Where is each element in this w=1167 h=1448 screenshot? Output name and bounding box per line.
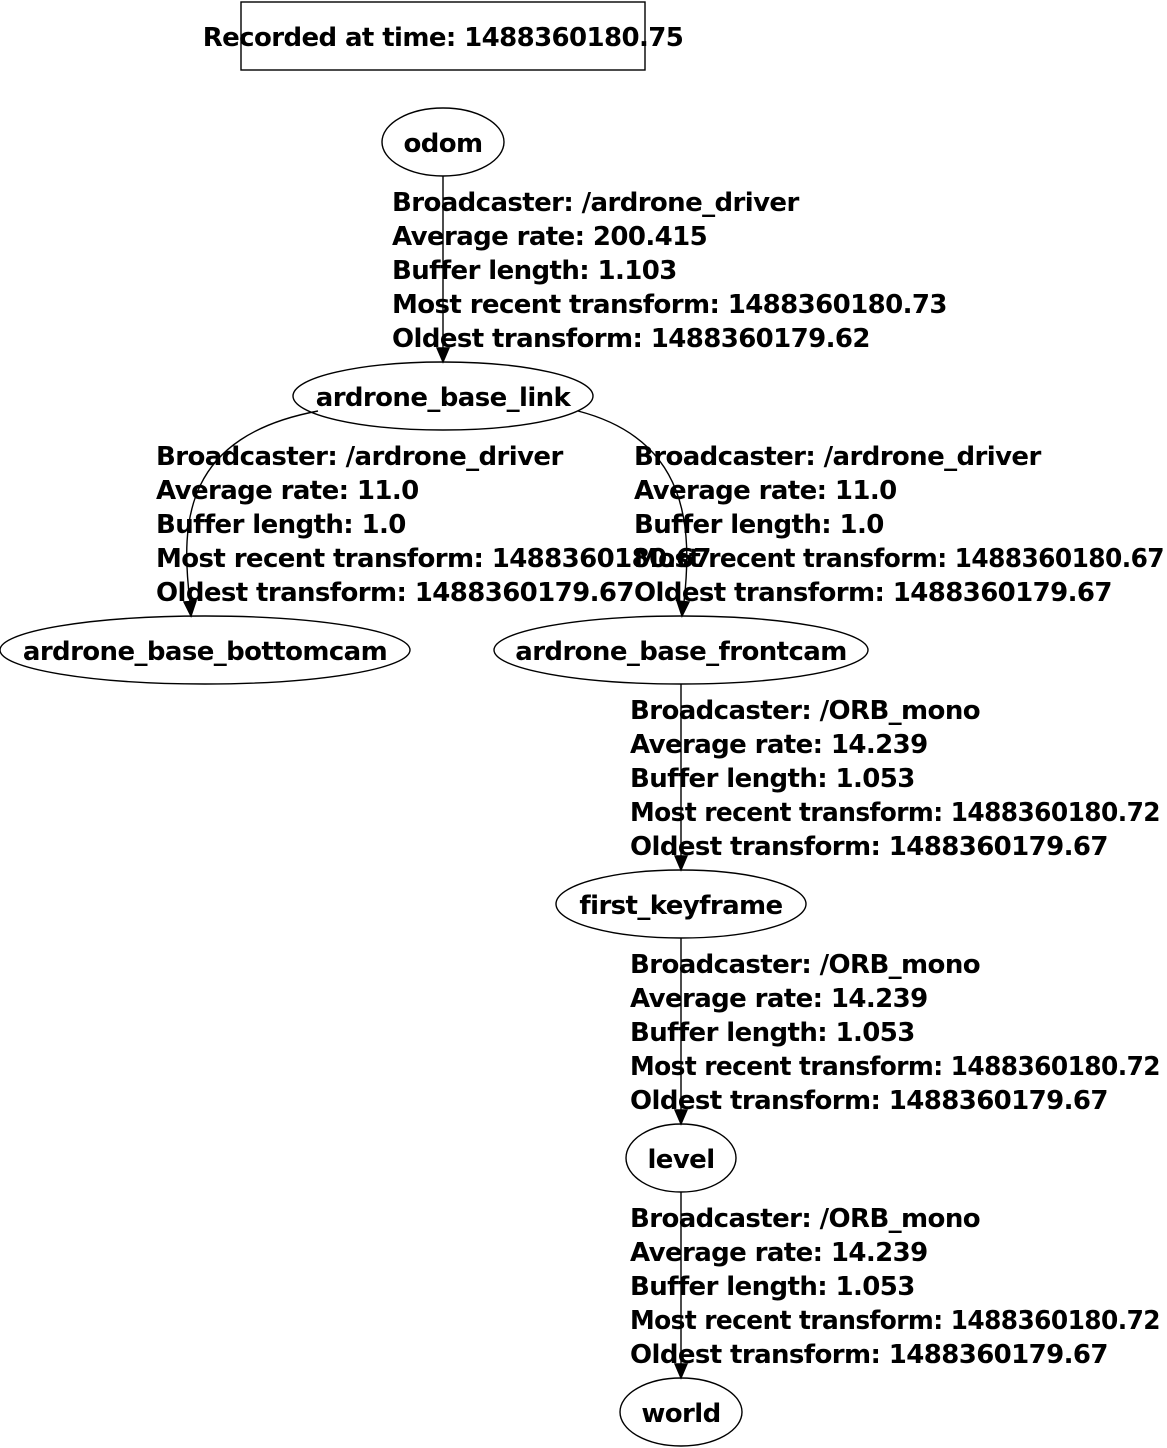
most-recent-transform-label: Most recent transform: 1488360180.72 <box>630 1052 1160 1082</box>
average-rate-label: Average rate: 200.415 <box>392 222 707 252</box>
arrowhead <box>182 600 197 618</box>
node-label: ardrone_base_bottomcam <box>23 637 387 667</box>
node-ellipse <box>0 615 411 685</box>
node-label: odom <box>403 129 482 159</box>
average-rate-label: Average rate: 11.0 <box>634 476 897 506</box>
edge-label-first-keyframe-to-level: Broadcaster: /ORB_mono Average rate: 14.… <box>630 950 1161 1116</box>
buffer-length-label: Buffer length: 1.053 <box>630 764 915 794</box>
broadcaster-label: Broadcaster: /ORB_mono <box>630 696 980 726</box>
oldest-transform-label: Oldest transform: 1488360179.67 <box>630 1086 1108 1116</box>
most-recent-transform-label: Most recent transform: 1488360180.72 <box>630 798 1160 828</box>
buffer-length-label: Buffer length: 1.053 <box>630 1018 915 1048</box>
node-ardrone-base-link: ardrone_base_link <box>292 361 594 431</box>
oldest-transform-label: Oldest transform: 1488360179.67 <box>634 578 1112 608</box>
edge-label-base-link-to-frontcam: Broadcaster: /ardrone_driver Average rat… <box>634 442 1165 608</box>
arrowhead <box>673 1109 689 1126</box>
oldest-transform-label: Oldest transform: 1488360179.62 <box>392 324 870 354</box>
edge-base-link-to-frontcam <box>577 410 691 618</box>
oldest-transform-label: Oldest transform: 1488360179.67 <box>630 832 1108 862</box>
average-rate-label: Average rate: 14.239 <box>630 730 928 760</box>
node-label: ardrone_base_frontcam <box>515 637 846 667</box>
buffer-length-label: Buffer length: 1.103 <box>392 256 677 286</box>
node-label: ardrone_base_link <box>316 383 572 413</box>
edge-odom-to-base-link <box>435 176 451 364</box>
node-ellipse <box>292 361 594 431</box>
most-recent-transform-label: Most recent transform: 1488360180.73 <box>392 290 947 320</box>
edge-level-to-world <box>673 1192 689 1380</box>
most-recent-transform-label: Most recent transform: 1488360180.67 <box>634 544 1164 574</box>
arrowhead <box>673 855 689 872</box>
node-ardrone-base-frontcam: ardrone_base_frontcam <box>493 615 869 685</box>
broadcaster-label: Broadcaster: /ardrone_driver <box>634 442 1041 472</box>
edge-base-link-to-bottomcam <box>182 410 319 618</box>
buffer-length-label: Buffer length: 1.0 <box>634 510 884 540</box>
node-first-keyframe: first_keyframe <box>555 869 807 939</box>
broadcaster-label: Broadcaster: /ardrone_driver <box>156 442 563 472</box>
node-label: level <box>647 1145 714 1175</box>
edge-line <box>577 410 688 603</box>
average-rate-label: Average rate: 14.239 <box>630 1238 928 1268</box>
buffer-length-label: Buffer length: 1.053 <box>630 1272 915 1302</box>
edge-line <box>186 410 319 603</box>
recorded-time-box: Recorded at time: 1488360180.75 <box>203 1 684 71</box>
node-world: world <box>619 1377 743 1447</box>
broadcaster-label: Broadcaster: /ORB_mono <box>630 1204 980 1234</box>
edge-first-keyframe-to-level <box>673 938 689 1126</box>
edge-frontcam-to-first-keyframe <box>673 684 689 872</box>
edge-label-frontcam-to-first-keyframe: Broadcaster: /ORB_mono Average rate: 14.… <box>630 696 1161 862</box>
recorded-time-label: Recorded at time: 1488360180.75 <box>203 23 684 53</box>
node-level: level <box>625 1123 737 1193</box>
node-ellipse <box>619 1377 743 1447</box>
oldest-transform-label: Oldest transform: 1488360179.67 <box>630 1340 1108 1370</box>
average-rate-label: Average rate: 14.239 <box>630 984 928 1014</box>
buffer-length-label: Buffer length: 1.0 <box>156 510 406 540</box>
arrowhead <box>435 347 451 364</box>
broadcaster-label: Broadcaster: /ORB_mono <box>630 950 980 980</box>
arrowhead <box>673 1363 689 1380</box>
arrowhead <box>676 600 691 618</box>
node-ellipse <box>625 1123 737 1193</box>
node-ellipse <box>493 615 869 685</box>
average-rate-label: Average rate: 11.0 <box>156 476 419 506</box>
edge-label-level-to-world: Broadcaster: /ORB_mono Average rate: 14.… <box>630 1204 1161 1370</box>
recorded-time-frame <box>240 1 646 71</box>
most-recent-transform-label: Most recent transform: 1488360180.72 <box>630 1306 1160 1336</box>
most-recent-transform-label: Most recent transform: 1488360180.67 <box>156 544 711 574</box>
edge-label-base-link-to-bottomcam: Broadcaster: /ardrone_driver Average rat… <box>156 442 711 608</box>
node-label: first_keyframe <box>579 891 782 921</box>
node-ardrone-base-bottomcam: ardrone_base_bottomcam <box>0 615 411 685</box>
broadcaster-label: Broadcaster: /ardrone_driver <box>392 188 799 218</box>
oldest-transform-label: Oldest transform: 1488360179.67 <box>156 578 634 608</box>
edge-label-odom-to-base-link: Broadcaster: /ardrone_driver Average rat… <box>392 188 947 354</box>
node-label: world <box>641 1399 720 1429</box>
node-ellipse <box>555 869 807 939</box>
node-odom: odom <box>381 107 505 177</box>
node-ellipse <box>381 107 505 177</box>
